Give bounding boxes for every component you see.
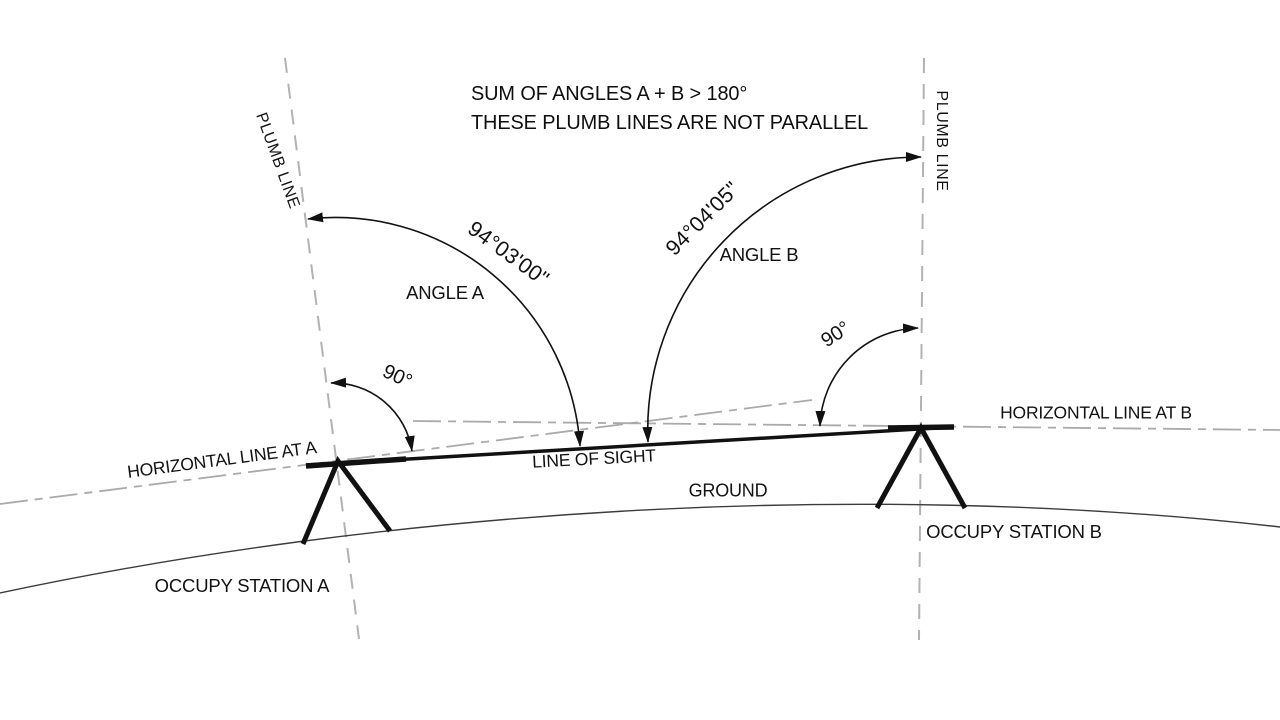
right-angle-b-arc	[815, 323, 919, 427]
title-line-2: THESE PLUMB LINES ARE NOT PARALLEL	[471, 110, 869, 134]
diagram-title: SUM OF ANGLES A + B > 180° THESE PLUMB L…	[471, 80, 868, 137]
occupy-station-b-label: OCCUPY STATION B	[926, 521, 1102, 542]
ground-label: GROUND	[688, 480, 768, 501]
angle-b-label: ANGLE B	[719, 244, 799, 265]
plumb-line-b-label: PLUMB LINE	[933, 90, 950, 192]
angle-a-arc	[307, 212, 584, 447]
plumb-line-a	[284, 57, 360, 640]
angle-b-arc	[642, 151, 922, 443]
title-line-1: SUM OF ANGLES A + B > 180°	[471, 82, 748, 105]
horizontal-line-b-label: HORIZONTAL LINE AT B	[1000, 402, 1192, 423]
right-angle-a-arc	[330, 377, 415, 452]
plumb-line-b	[918, 57, 925, 641]
horizontal-line-a	[0, 399, 813, 505]
ground-curve	[0, 503, 1280, 594]
occupy-station-a-label: OCCUPY STATION A	[154, 575, 330, 596]
tripod-a-head	[305, 456, 407, 469]
angle-a-label: ANGLE A	[406, 282, 484, 303]
tripod-b-legs	[874, 422, 968, 510]
tripod-a-legs	[300, 455, 393, 545]
horizontal-line-b	[412, 420, 1280, 431]
